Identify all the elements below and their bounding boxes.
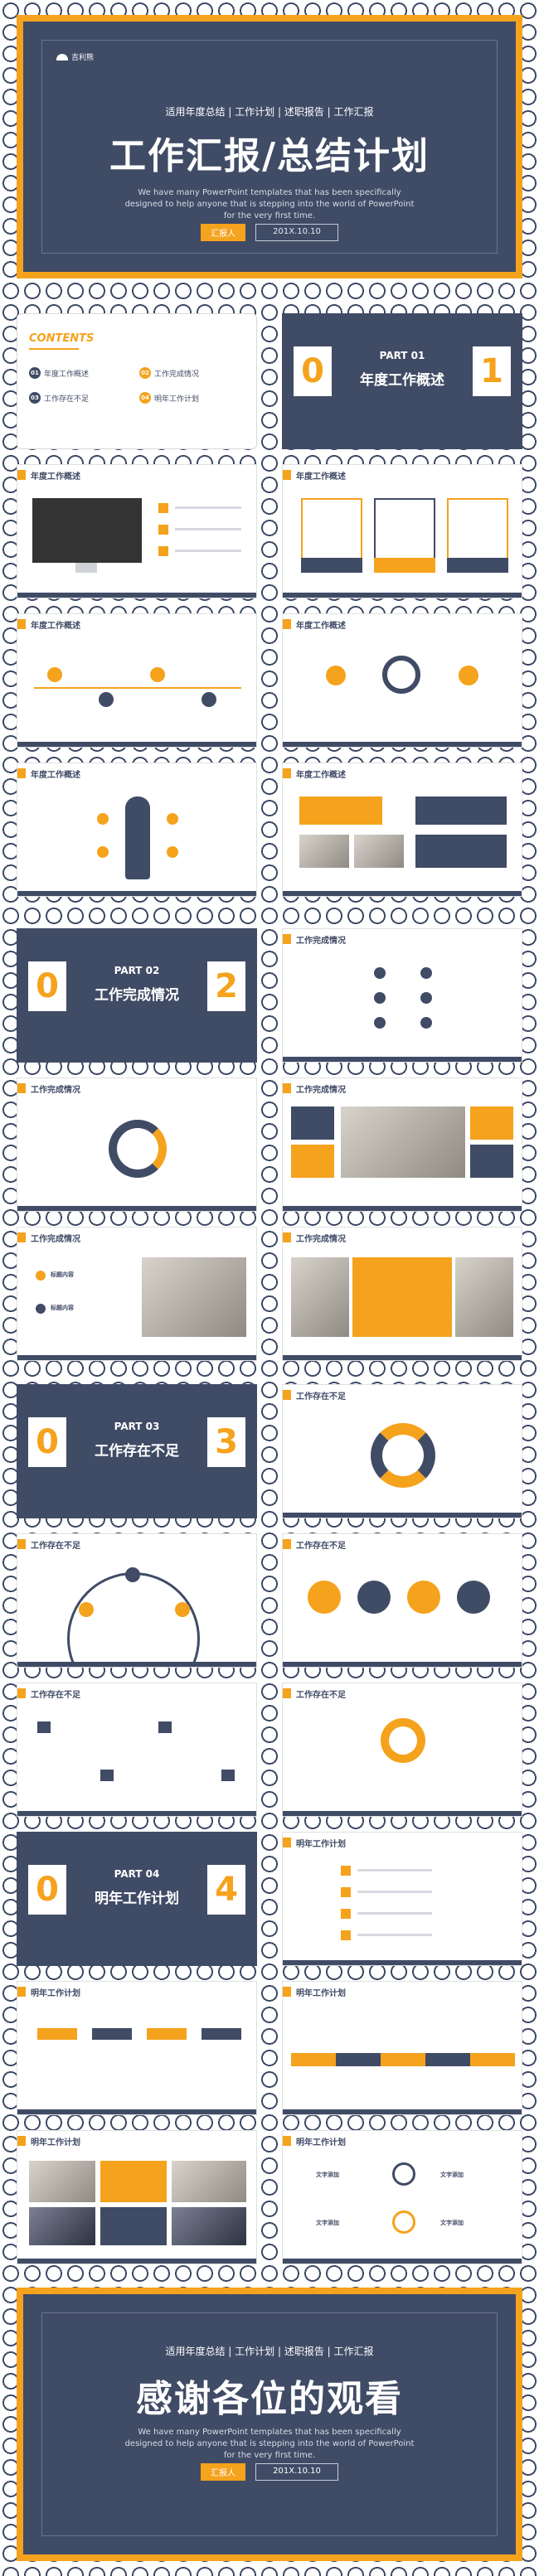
cover-meta: 汇报人 201X.10.10	[23, 224, 516, 241]
slide-shortfall-4[interactable]: 工作存在不足	[17, 1683, 257, 1817]
slide-completion-5[interactable]: 工作完成情况	[282, 1227, 522, 1361]
slide-overview-5[interactable]: 年度工作概述	[17, 763, 257, 897]
slide-completion-4[interactable]: 工作完成情况 标题内容 标题内容	[17, 1227, 257, 1361]
slide-overview-2[interactable]: 年度工作概述	[282, 464, 522, 598]
slide-shortfall-1[interactable]: 工作存在不足	[282, 1384, 522, 1518]
slide-plan-2[interactable]: 明年工作计划	[17, 1981, 257, 2115]
reporter-button[interactable]: 汇报人	[201, 2463, 245, 2481]
monitor-image	[32, 498, 142, 563]
slide-shortfall-3[interactable]: 工作存在不足	[282, 1533, 522, 1668]
cover-subtags: 适用年度总结 | 工作计划 | 述职报告 | 工作汇报	[165, 106, 374, 118]
cover-description: We have many PowerPoint templates that h…	[124, 188, 415, 220]
slide-completion-2[interactable]: 工作完成情况	[17, 1077, 257, 1212]
cover-date: 201X.10.10	[255, 224, 338, 241]
ending-title: 感谢各位的观看	[136, 2378, 403, 2420]
slide-shortfall-2[interactable]: 工作存在不足	[17, 1533, 257, 1668]
part-01-slide[interactable]: 0 1 PART 01 年度工作概述	[282, 313, 522, 449]
ending-slide[interactable]: 适用年度总结 | 工作计划 | 述职报告 | 工作汇报 感谢各位的观看 We h…	[17, 2288, 522, 2561]
part-02-slide[interactable]: 0 2 PART 02 工作完成情况	[17, 928, 257, 1063]
slide-overview-3[interactable]: 年度工作概述	[17, 613, 257, 748]
slide-overview-6[interactable]: 年度工作概述	[282, 763, 522, 897]
reporter-button[interactable]: 汇报人	[201, 224, 245, 241]
slide-plan-3[interactable]: 明年工作计划	[282, 1981, 522, 2115]
ending-subtags: 适用年度总结 | 工作计划 | 述职报告 | 工作汇报	[165, 2346, 374, 2357]
slide-overview-4[interactable]: 年度工作概述	[282, 613, 522, 748]
part-name: 年度工作概述	[360, 372, 444, 389]
cover-slide[interactable]: 吉利熊 适用年度总结 | 工作计划 | 述职报告 | 工作汇报 工作汇报/总结计…	[17, 15, 522, 278]
slide-completion-3[interactable]: 工作完成情况	[282, 1077, 522, 1212]
bear-icon	[56, 53, 68, 61]
cover-inner-frame	[41, 40, 498, 254]
person-figure	[125, 797, 150, 879]
part-03-slide[interactable]: 0 3 PART 03 工作存在不足	[17, 1384, 257, 1518]
part-num-right: 1	[473, 346, 511, 396]
part-04-slide[interactable]: 0 4 PART 04 明年工作计划	[17, 1832, 257, 1966]
contents-title: CONTENTS	[29, 332, 94, 350]
part-label: PART 01	[379, 350, 425, 361]
slide-shortfall-5[interactable]: 工作存在不足	[282, 1683, 522, 1817]
part-num-left: 0	[294, 346, 332, 396]
slide-plan-4[interactable]: 明年工作计划	[17, 2130, 257, 2264]
ending-date: 201X.10.10	[255, 2463, 338, 2481]
ending-description: We have many PowerPoint templates that h…	[124, 2428, 415, 2460]
slide-overview-1[interactable]: 年度工作概述	[17, 464, 257, 598]
cover-title: 工作汇报/总结计划	[109, 135, 430, 177]
slide-plan-1[interactable]: 明年工作计划	[282, 1832, 522, 1966]
brand-logo: 吉利熊	[56, 51, 94, 62]
slide-plan-5[interactable]: 明年工作计划 文字添加 文字添加 文字添加 文字添加	[282, 2130, 522, 2264]
slide-completion-1[interactable]: 工作完成情况	[282, 928, 522, 1063]
